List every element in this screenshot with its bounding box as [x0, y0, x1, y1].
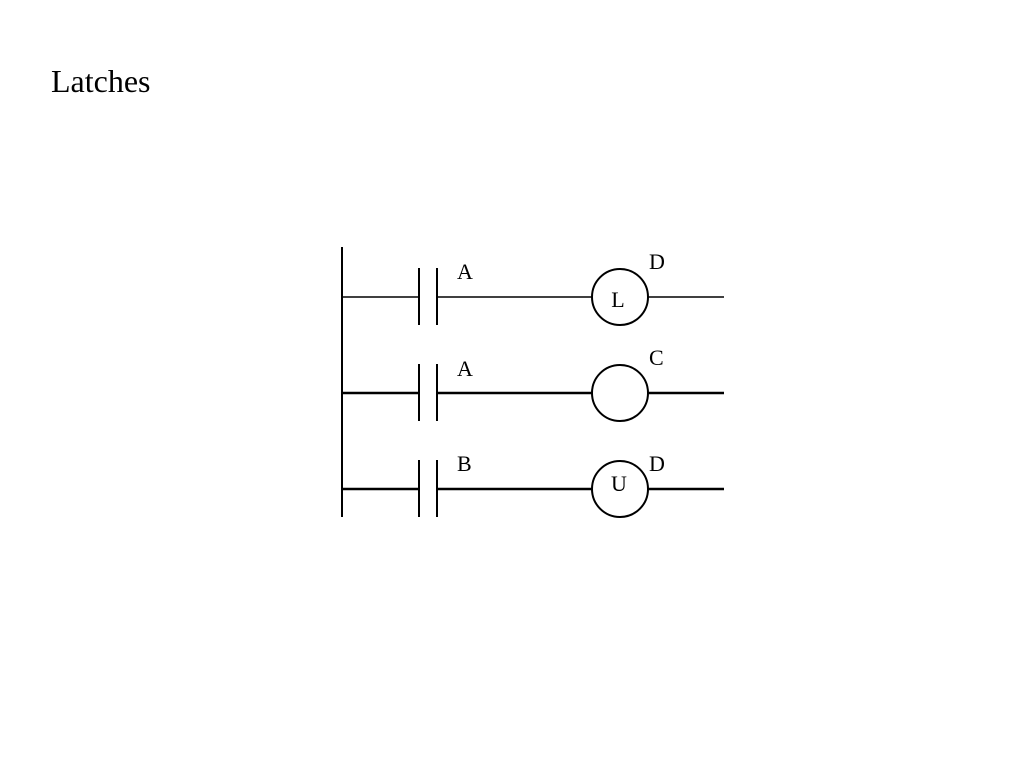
rung-2-coil	[591, 364, 649, 422]
rung-1-coil-label: D	[649, 249, 665, 274]
rung-3: B D U	[342, 451, 724, 518]
rung-3-coil-label: D	[649, 451, 665, 476]
rung-2-coil-label: C	[649, 345, 664, 370]
page-title: Latches	[51, 63, 151, 99]
rung-2-contact-label: A	[457, 356, 473, 381]
rung-2: A C	[342, 345, 724, 422]
rung-1-contact-label: A	[457, 259, 473, 284]
rung-3-contact-label: B	[457, 451, 472, 476]
rung-3-coil-symbol: U	[611, 471, 627, 496]
rung-1-coil-symbol: L	[611, 287, 624, 312]
rung-1: A D L	[342, 249, 724, 326]
